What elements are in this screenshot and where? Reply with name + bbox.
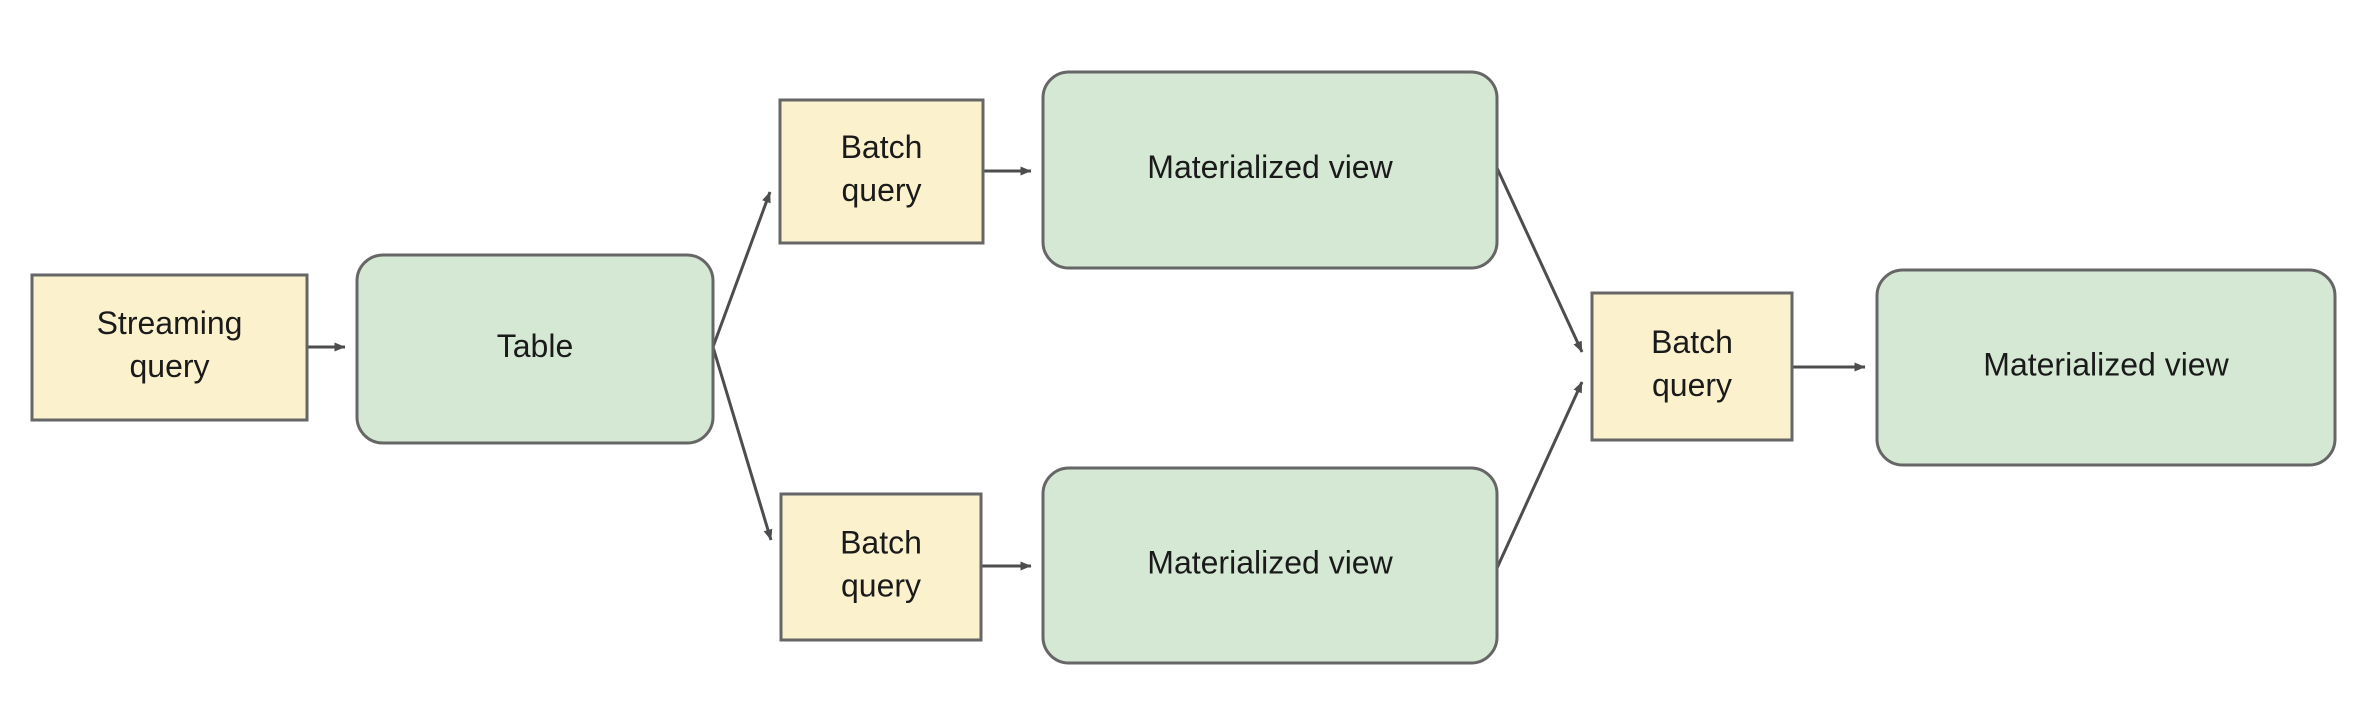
node-label-line: query [841, 172, 921, 208]
node-label-line: query [841, 568, 921, 604]
node-materialized-view-bottom[interactable]: Materialized view [1041, 466, 1499, 665]
node-label-table: Table [497, 328, 574, 364]
node-label-line: query [1652, 367, 1732, 403]
node-batch-query-bottom[interactable]: Batch query [779, 492, 983, 642]
node-shape-materialized-view-bottom [1041, 466, 1499, 665]
edges-layer [307, 166, 1866, 571]
node-table[interactable]: Table [355, 253, 715, 445]
node-shape-materialized-view-final [1875, 268, 2337, 467]
node-label-line: query [129, 348, 209, 384]
node-label-line: Streaming [97, 305, 243, 341]
node-label-line: Batch [840, 525, 922, 561]
node-label-batch-query-merge: Batch query [1651, 324, 1733, 403]
node-label-materialized-view-top: Materialized view [1147, 149, 1393, 185]
node-materialized-view-top[interactable]: Materialized view [1041, 70, 1499, 270]
node-shape-table [355, 253, 715, 445]
node-batch-query-merge[interactable]: Batch query [1590, 291, 1794, 442]
node-shape-batch-query-merge [1590, 291, 1794, 442]
node-label-materialized-view-bottom: Materialized view [1147, 545, 1393, 581]
node-materialized-view-final[interactable]: Materialized view [1875, 268, 2337, 467]
node-label-line: Batch [841, 129, 923, 165]
node-label-batch-query-bottom: Batch query [840, 525, 922, 604]
node-label-line: Materialized view [1147, 545, 1393, 581]
node-streaming-query[interactable]: Streaming query [30, 273, 309, 422]
node-label-streaming-query: Streaming query [97, 305, 243, 384]
edge-view-top-to-batch-merge [1495, 167, 1584, 353]
node-shape-batch-query-top [778, 98, 985, 245]
node-shape-batch-query-bottom [779, 492, 983, 642]
edge-table-to-batch-top [711, 191, 772, 348]
node-label-line: Batch [1651, 324, 1733, 360]
node-label-batch-query-top: Batch query [841, 129, 923, 208]
node-label-line: Table [497, 328, 574, 364]
node-label-line: Materialized view [1147, 149, 1393, 185]
node-label-materialized-view-final: Materialized view [1983, 347, 2229, 383]
node-label-line: Materialized view [1983, 347, 2229, 383]
edge-view-bottom-to-batch-merge [1495, 381, 1584, 569]
node-shape-materialized-view-top [1041, 70, 1499, 270]
node-shape-streaming-query [30, 273, 309, 422]
edge-table-to-batch-bottom [711, 346, 773, 541]
node-batch-query-top[interactable]: Batch query [778, 98, 985, 245]
